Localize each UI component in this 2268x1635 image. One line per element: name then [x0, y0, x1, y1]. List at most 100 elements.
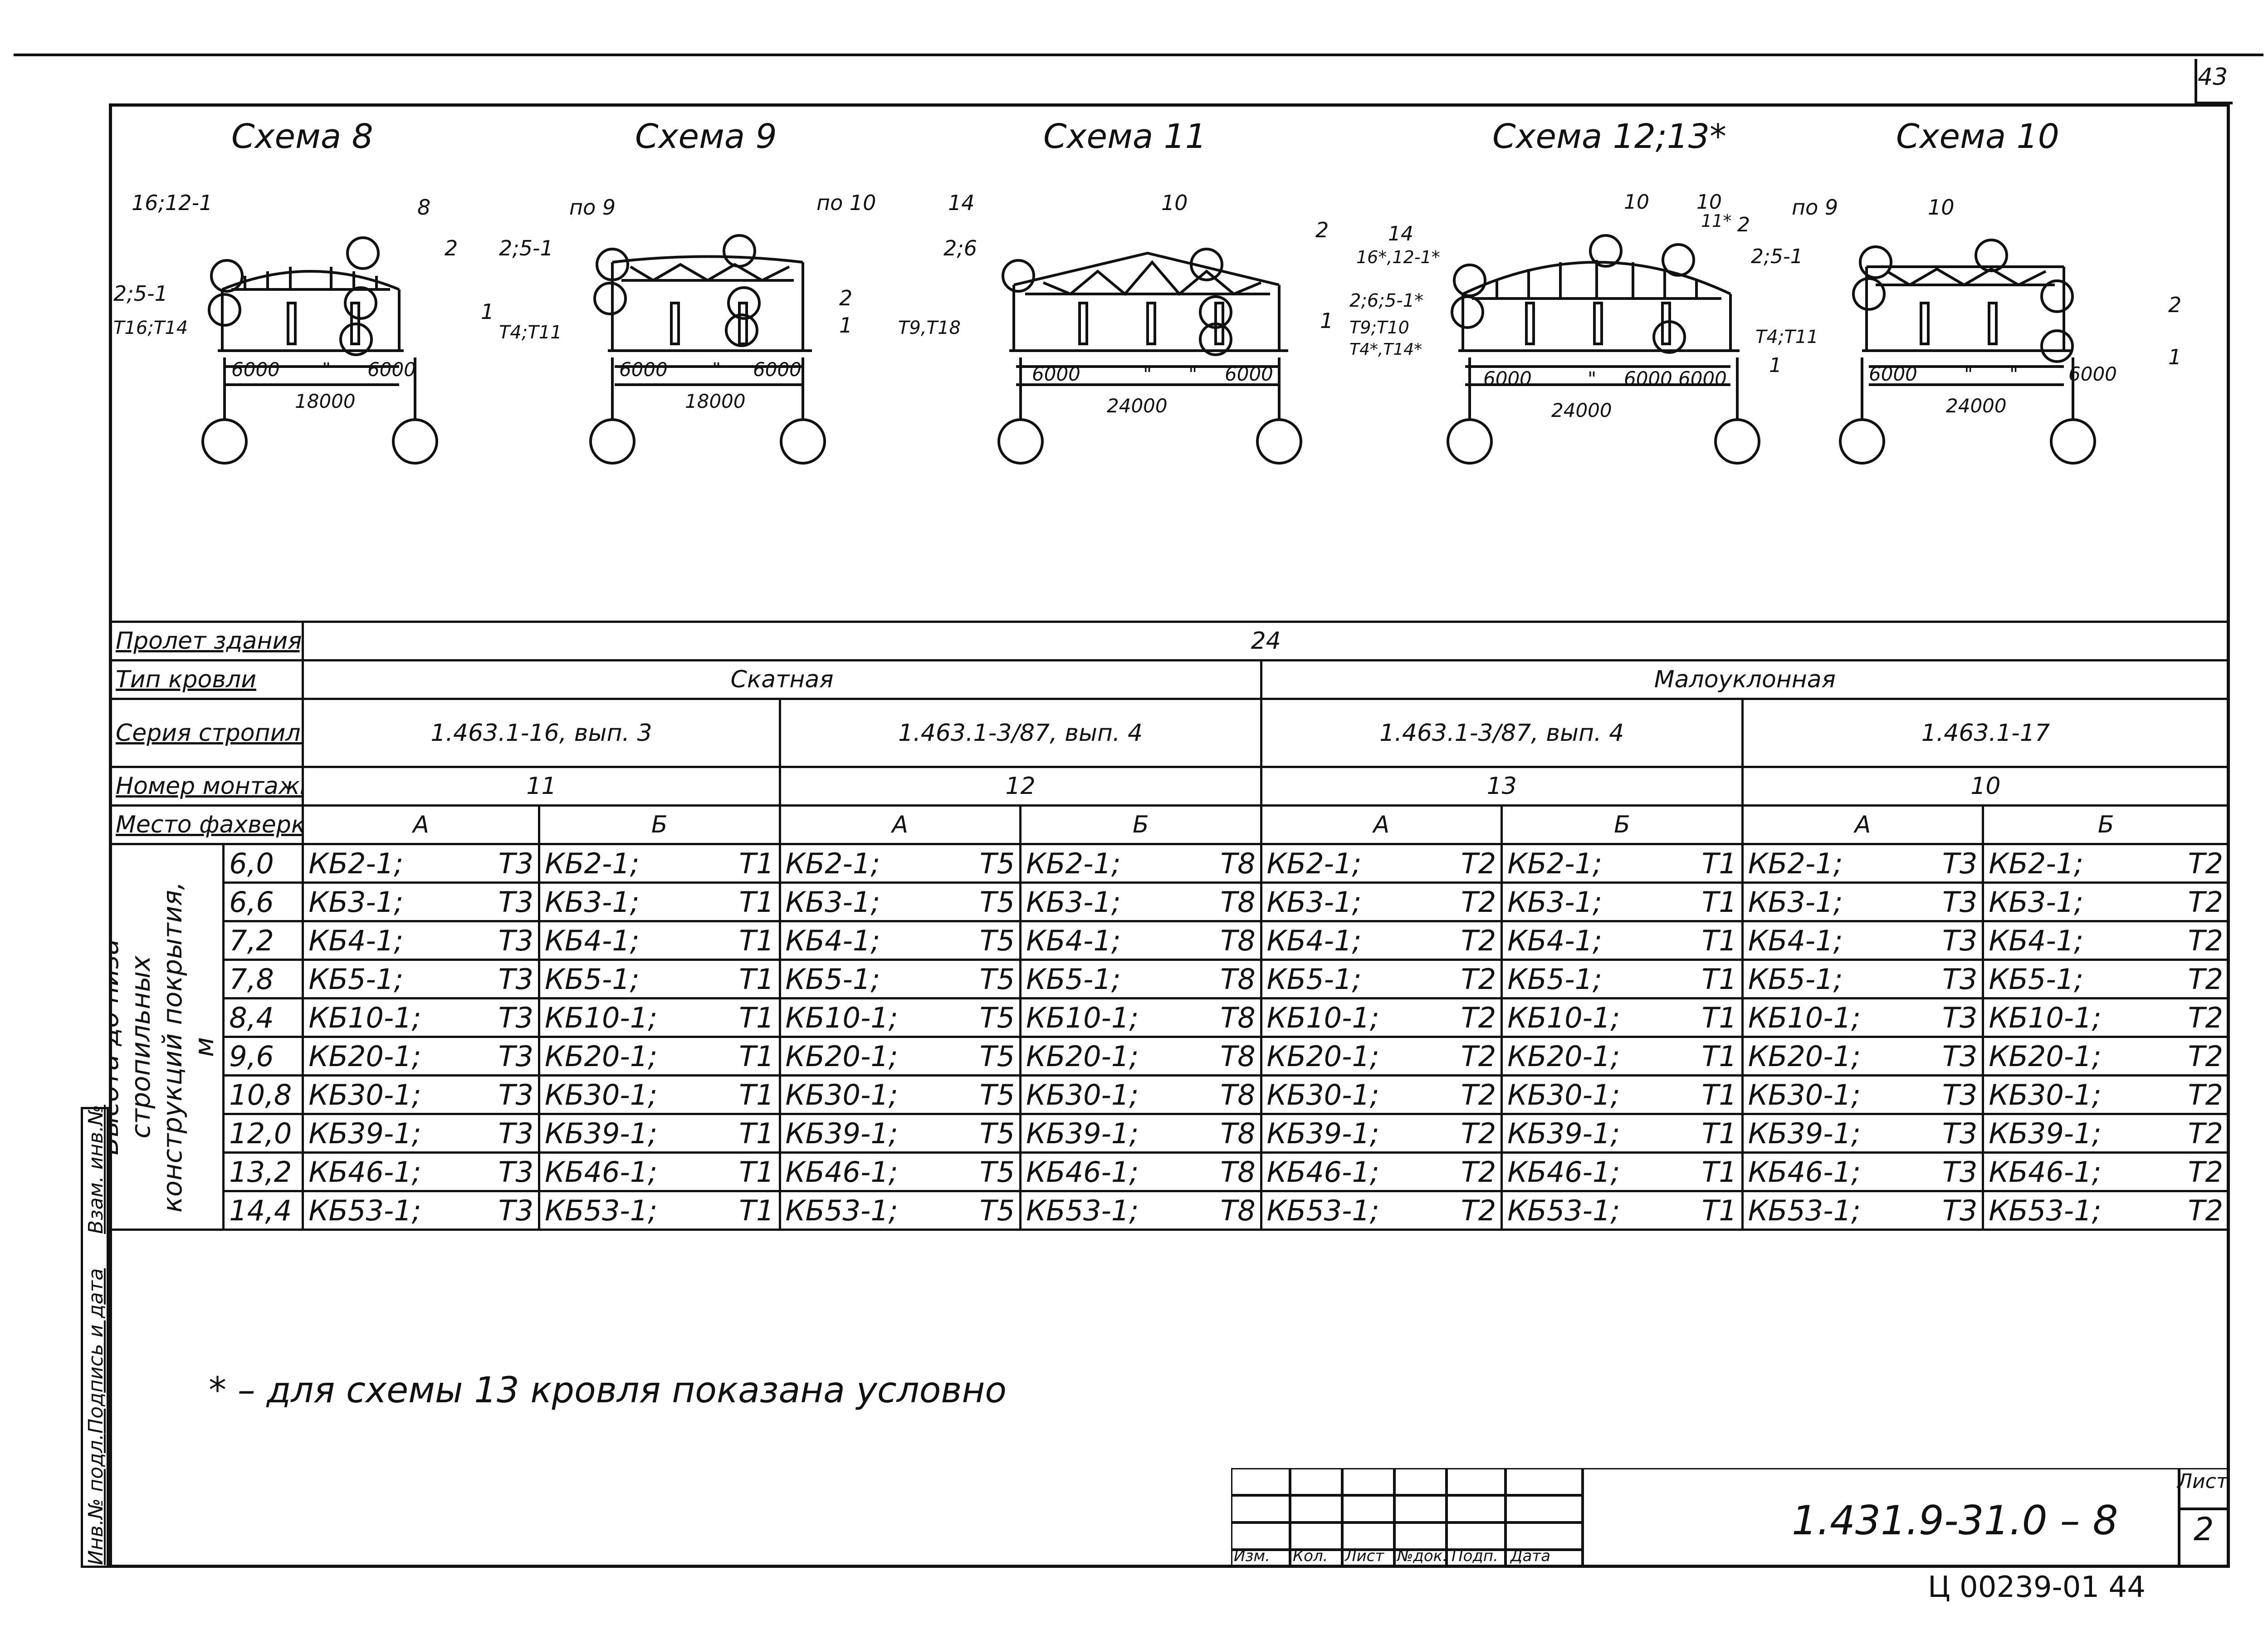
- column-mark: КБ3-1;: [1989, 885, 2084, 919]
- mark-cell: КБ3-1;Т8: [1019, 881, 1262, 922]
- mark-cell: КБ30-1;Т3: [1741, 1074, 1984, 1115]
- height-label: Высота до низа стропильных конструкций п…: [110, 881, 220, 1213]
- place-cell: А: [778, 804, 1022, 845]
- type-mark: Т2: [1461, 962, 1496, 996]
- height-value: 7,8: [222, 959, 304, 999]
- column-mark: КБ39-1;: [1748, 1116, 1861, 1150]
- scheme-11-dim-left: 6000: [1032, 363, 1080, 385]
- mark-cell: КБ39-1;Т1: [1501, 1113, 1744, 1154]
- mark-cell: КБ20-1;Т3: [302, 1036, 540, 1077]
- scheme-9-dim-right: 6000: [753, 358, 802, 381]
- column-mark: КБ20-1;: [785, 1039, 898, 1073]
- scheme-9-label-c: 2;5-1: [499, 236, 553, 260]
- mark-cell: КБ10-1;Т3: [1741, 997, 1984, 1038]
- column-mark: КБ2-1;: [1989, 847, 2084, 880]
- column-mark: КБ4-1;: [308, 924, 404, 957]
- scheme-8-label-1: 1: [481, 299, 494, 324]
- row-label-series: Серия стропильных, конструкций: [108, 698, 304, 768]
- scheme-12-label-t: Т9;Т10: [1349, 318, 1409, 338]
- mark-cell: КБ10-1;Т8: [1019, 997, 1262, 1038]
- height-value: 6,6: [222, 881, 304, 922]
- list-label: Лист: [2177, 1470, 2228, 1493]
- row-label-height: Высота до низа стропильных конструкций п…: [108, 843, 225, 1231]
- type-mark: Т2: [2188, 1001, 2223, 1034]
- column-mark: КБ10-1;: [308, 1001, 421, 1034]
- mark-cell: КБ10-1;Т1: [538, 997, 781, 1038]
- mark-cell: КБ20-1;Т8: [1019, 1036, 1262, 1077]
- mark-cell: КБ4-1;Т8: [1019, 920, 1262, 961]
- scheme-10-label-t: Т4;Т11: [1755, 327, 1818, 348]
- type-mark: Т1: [739, 1194, 774, 1227]
- mark-cell: КБ53-1;Т1: [1501, 1190, 1744, 1231]
- column-mark: КБ53-1;: [1989, 1194, 2102, 1227]
- place-cell: Б: [1982, 804, 2230, 845]
- column-mark: КБ5-1;: [308, 962, 404, 996]
- type-mark: Т3: [1942, 1078, 1978, 1111]
- scheme-9-drawing: [589, 234, 826, 465]
- type-mark: Т3: [1942, 1155, 1978, 1189]
- column-mark: КБ3-1;: [308, 885, 404, 919]
- column-mark: КБ39-1;: [544, 1116, 658, 1150]
- column-mark: КБ10-1;: [544, 1001, 658, 1034]
- scheme-8-dim-mid: ": [322, 358, 331, 381]
- scheme-9-dim-mid: ": [712, 358, 721, 381]
- height-value: 8,4: [222, 997, 304, 1038]
- scheme-12-label-2: 2: [1737, 213, 1750, 236]
- type-mark: Т1: [1701, 1155, 1737, 1189]
- column-mark: КБ39-1;: [1989, 1116, 2102, 1150]
- mark-cell: КБ3-1;Т5: [778, 881, 1022, 922]
- column-mark: КБ5-1;: [544, 962, 640, 996]
- side-label-replace: Взам. инв.№: [84, 1105, 108, 1234]
- type-mark: Т8: [1220, 1116, 1256, 1150]
- mark-cell: КБ4-1;Т2: [1260, 920, 1503, 961]
- column-mark: КБ3-1;: [1748, 885, 1843, 919]
- mark-cell: КБ46-1;Т2: [1260, 1151, 1503, 1192]
- scheme-11-dim-mid2: ": [1188, 363, 1198, 385]
- mark-cell: КБ5-1;Т1: [538, 959, 781, 999]
- column-mark: КБ2-1;: [544, 847, 640, 880]
- column-mark: КБ30-1;: [1989, 1078, 2102, 1111]
- type-mark: Т2: [1461, 1116, 1496, 1150]
- type-mark: Т5: [979, 1039, 1015, 1073]
- mark-cell: КБ10-1;Т5: [778, 997, 1022, 1038]
- type-mark: Т2: [1461, 924, 1496, 957]
- column-mark: КБ3-1;: [785, 885, 880, 919]
- column-mark: КБ3-1;: [1266, 885, 1362, 919]
- mark-cell: КБ4-1;Т1: [538, 920, 781, 961]
- row-label-span: Пролет здания, м: [108, 621, 304, 661]
- place-cell: А: [302, 804, 540, 845]
- mark-cell: КБ20-1;Т2: [1982, 1036, 2230, 1077]
- scheme-12-13-drawing: [1447, 234, 1760, 465]
- scheme-8-label-left-low: Т16;Т14: [113, 318, 188, 338]
- height-value: 13,2: [222, 1151, 304, 1192]
- column-mark: КБ4-1;: [1026, 924, 1121, 957]
- column-mark: КБ20-1;: [1507, 1039, 1620, 1073]
- column-mark: КБ39-1;: [1266, 1116, 1379, 1150]
- height-value: 12,0: [222, 1113, 304, 1154]
- type-mark: Т3: [498, 1194, 533, 1227]
- column-mark: КБ53-1;: [1748, 1194, 1861, 1227]
- type-mark: Т5: [979, 1001, 1015, 1034]
- mark-cell: КБ2-1;Т1: [538, 843, 781, 884]
- type-mark: Т1: [1701, 962, 1737, 996]
- height-value: 14,4: [222, 1190, 304, 1231]
- type-mark: Т2: [2188, 1116, 2223, 1150]
- column-mark: КБ39-1;: [1507, 1116, 1620, 1150]
- type-mark: Т8: [1220, 1039, 1256, 1073]
- column-mark: КБ20-1;: [308, 1039, 421, 1073]
- column-mark: КБ46-1;: [544, 1155, 658, 1189]
- mark-cell: КБ20-1;Т3: [1741, 1036, 1984, 1077]
- type-mark: Т1: [739, 1116, 774, 1150]
- mark-cell: КБ20-1;Т1: [1501, 1036, 1744, 1077]
- mark-cell: КБ39-1; Т2: [1260, 1113, 1503, 1154]
- mark-cell: КБ53-1;Т2: [1260, 1190, 1503, 1231]
- column-mark: КБ3-1;: [1507, 885, 1602, 919]
- mark-cell: КБ30-1;Т8: [1019, 1074, 1262, 1115]
- columns-table: Пролет здания, м24Тип кровлиСкатнаяМалоу…: [108, 621, 2230, 1231]
- column-mark: КБ30-1;: [544, 1078, 658, 1111]
- scheme-8-label-right: Т4;Т11: [499, 322, 562, 343]
- scheme-10-label-2: 2: [2168, 293, 2182, 317]
- column-mark: КБ4-1;: [544, 924, 640, 957]
